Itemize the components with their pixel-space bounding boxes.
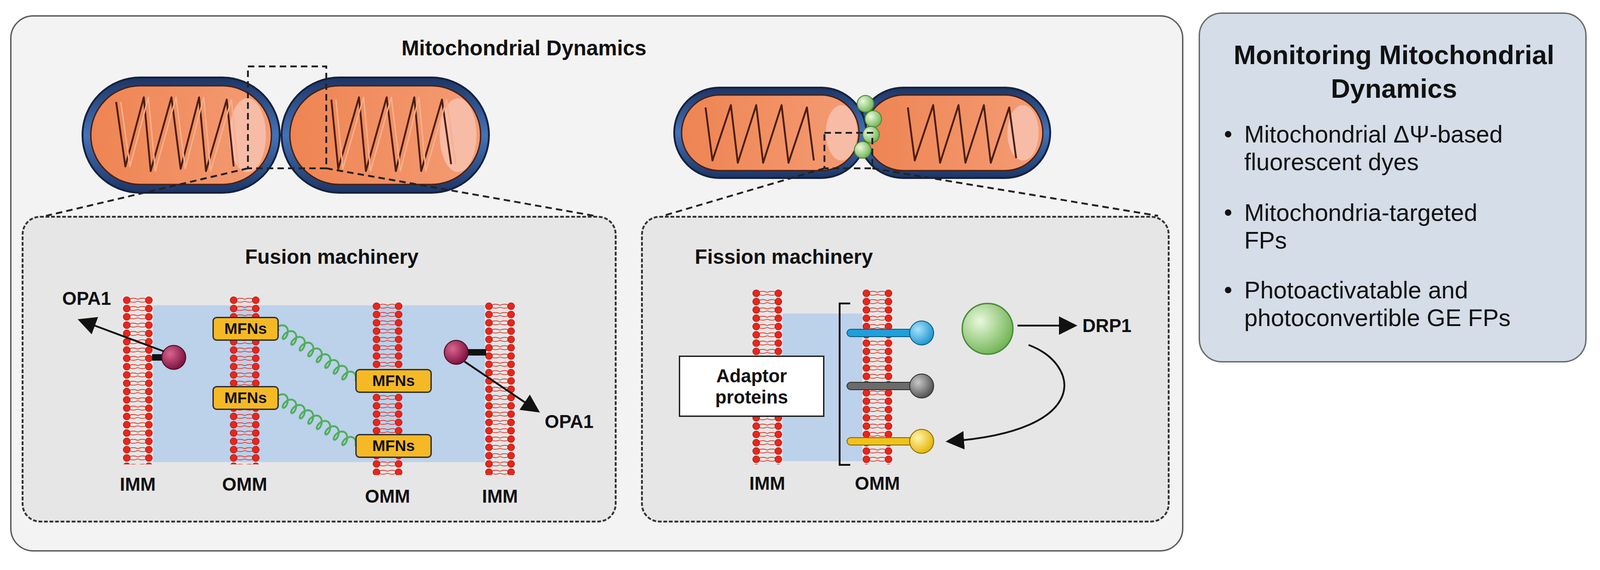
method-item: Mitochondrial ΔΨ-based fluorescent dyes — [1244, 120, 1519, 176]
membrane-label: OMM — [854, 472, 900, 494]
monitoring-box: Monitoring Mitochondrial DynamicsMitocho… — [1198, 12, 1587, 363]
method-item: Mitochondria-targeted FPs — [1244, 198, 1519, 254]
mfn-box: MFNs — [355, 368, 432, 393]
bullet-dot — [1224, 209, 1232, 216]
adaptor-label: Adaptor proteins — [680, 356, 824, 416]
bullet-dot — [1224, 130, 1232, 138]
mfn-box: MFNs — [212, 316, 279, 341]
membrane-label: IMM — [482, 485, 518, 506]
membrane-label: OMM — [222, 473, 268, 495]
box-title: Fission machinery — [694, 244, 873, 270]
monitoring-title: Monitoring Mitochondrial Dynamics — [1232, 37, 1556, 106]
membrane-label: IMM — [119, 473, 156, 495]
mfn-label: MFNs — [356, 435, 431, 457]
mfn-label: MFNs — [213, 387, 278, 409]
bullet-dot — [1224, 286, 1232, 294]
fission-box: Fission machineryAdaptor proteins — [641, 215, 1170, 523]
adaptor-box: Adaptor proteins — [678, 355, 825, 417]
fusion-box: Fusion machineryMFNsMFNsMFNsMFNs — [21, 215, 617, 523]
membrane-label: IMM — [749, 472, 786, 494]
panel-title: Mitochondrial Dynamics — [401, 35, 647, 61]
protein-label: OPA1 — [62, 288, 112, 309]
dynamics-panel: Mitochondrial DynamicsFusion machineryMF… — [10, 15, 1184, 552]
mfn-label: MFNs — [213, 317, 278, 340]
mfn-box: MFNs — [355, 433, 432, 458]
box-title: Fusion machinery — [245, 244, 419, 270]
method-item: Photoactivatable and photoconvertible GE… — [1244, 276, 1519, 332]
protein-label: OPA1 — [544, 411, 594, 432]
protein-label: DRP1 — [1082, 315, 1132, 336]
mfn-box: MFNs — [212, 385, 279, 410]
membrane-label: OMM — [364, 485, 411, 506]
mfn-label: MFNs — [356, 370, 431, 392]
